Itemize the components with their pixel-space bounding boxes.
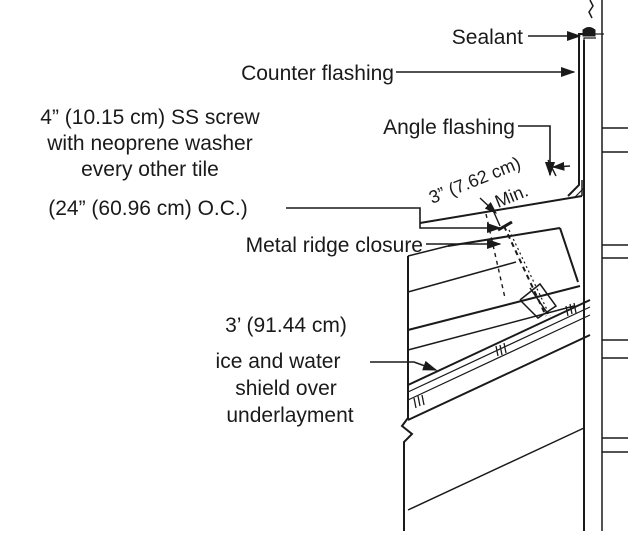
label-metal-ridge-closure: Metal ridge closure — [246, 234, 423, 257]
counter-flashing — [567, 27, 604, 199]
angle-flashing-leader — [518, 125, 556, 177]
label-screw-line4: (24” (60.96 cm) O.C.) — [48, 197, 248, 220]
tile-line-3 — [407, 305, 575, 351]
shield-leader — [370, 360, 438, 371]
dim-arrow-left — [479, 197, 497, 214]
roof-break-line — [400, 256, 414, 531]
deck-line-2 — [407, 427, 585, 511]
screw-leader — [286, 207, 502, 234]
screw-shank — [503, 225, 547, 317]
label-shield-line1: 3’ (91.44 cm) — [225, 314, 347, 337]
label-sealant: Sealant — [452, 26, 523, 49]
wall-break-mark — [588, 0, 594, 19]
batten-marks — [413, 302, 577, 409]
tile-line-2 — [407, 285, 581, 331]
label-angle-flashing: Angle flashing — [383, 116, 515, 139]
label-shield-line2: ice and water — [216, 350, 341, 373]
label-shield-line3: shield over — [235, 377, 337, 400]
counter-flashing-profile — [567, 33, 591, 197]
ridge-tile-end — [559, 227, 579, 283]
wall — [583, 0, 628, 531]
roof-top-edge — [407, 245, 449, 257]
closure-bracket — [519, 282, 558, 319]
deck-line — [407, 334, 591, 421]
underlayment-2 — [407, 306, 591, 393]
roof-assembly — [400, 227, 591, 531]
label-shield-line4: underlayment — [226, 404, 353, 427]
dim-centerline — [485, 213, 506, 299]
underlayment-1 — [407, 299, 591, 386]
label-counter-flashing: Counter flashing — [241, 62, 394, 85]
label-screw-line3: every other tile — [81, 158, 219, 181]
screw-thread — [508, 229, 551, 317]
ridge-tile-top — [447, 227, 561, 247]
leaders — [286, 30, 582, 371]
angle-flashing-slope — [419, 195, 583, 224]
label-screw-line1: 4” (10.15 cm) SS screw — [40, 106, 260, 129]
underlayment-3 — [407, 314, 591, 401]
tile-line-1 — [407, 261, 517, 293]
angle-flashing — [419, 180, 583, 224]
label-screw-line2: with neoprene washer — [46, 132, 252, 155]
sealant-bead — [582, 27, 596, 37]
dim-arrow-right — [551, 161, 571, 171]
counter-flashing-inner — [573, 37, 596, 199]
